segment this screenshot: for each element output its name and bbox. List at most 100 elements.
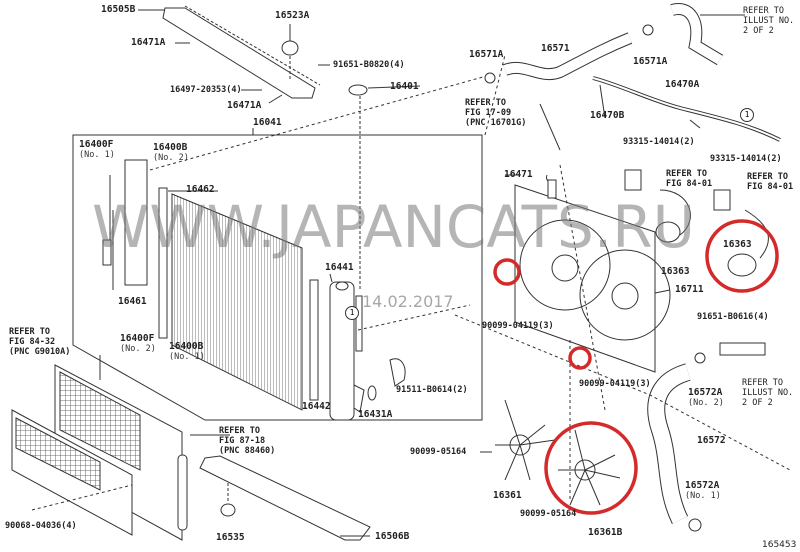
part-label[interactable]: 16505B <box>101 4 135 15</box>
refer-line: ILLUST NO. <box>743 16 795 26</box>
part-label[interactable]: 90099-04119(3) <box>579 379 651 390</box>
part-label[interactable]: 16470A <box>665 79 699 90</box>
part-number: 16506B <box>375 531 410 542</box>
part-label[interactable]: 16572A(No. 2) <box>688 387 724 409</box>
fan-16361B <box>558 429 621 506</box>
part-number: 16442 <box>302 401 331 412</box>
part-number: 16441 <box>325 262 354 273</box>
part-label[interactable]: 16535 <box>216 532 245 543</box>
part-number: 90099-05164 <box>410 447 467 457</box>
part-label[interactable]: 91511-B0614(2) <box>396 385 468 396</box>
part-label[interactable]: 16571A <box>633 56 667 67</box>
seal-16442 <box>309 279 319 401</box>
part-number: 16471A <box>227 100 262 111</box>
part-number: 16471 <box>504 169 533 180</box>
part-number: 93315-14014(2) <box>623 137 695 147</box>
highlight-fan-16361B <box>544 421 638 515</box>
fan-16361 <box>495 399 556 481</box>
refer-line: (PNC 16701G) <box>465 118 527 128</box>
part-label[interactable]: 16441 <box>325 262 354 273</box>
part-label[interactable]: 16401 <box>390 81 419 92</box>
part-label[interactable]: 90068-04036(4) <box>5 521 77 532</box>
part-label[interactable]: 90099-05164 <box>410 447 466 458</box>
part-number: 16361 <box>493 490 522 501</box>
highlight-bolt-left <box>493 258 521 286</box>
part-note: (No. 2) <box>153 153 189 163</box>
part-number: 16505B <box>101 4 136 15</box>
part-number: 16572A <box>688 387 723 398</box>
part-label[interactable]: 16363 <box>723 239 752 250</box>
part-number: 16363 <box>723 239 752 250</box>
refer-line: FIG 84-01 <box>666 179 713 189</box>
part-label[interactable]: 16471A <box>131 37 165 48</box>
part-label[interactable]: 16400B(No. 1) <box>169 341 205 363</box>
part-label[interactable]: 16431A <box>358 409 392 420</box>
part-number: 91651-B0616(4) <box>697 312 769 322</box>
lower-support-bracket <box>199 455 371 541</box>
part-label[interactable]: 16041 <box>253 117 282 128</box>
fan-shroud <box>514 184 656 373</box>
part-label[interactable]: 93315-14014(2) <box>623 137 695 148</box>
illustration-number: 165453 <box>762 540 797 550</box>
part-label[interactable]: 16462 <box>186 184 215 195</box>
part-label[interactable]: 93315-14014(2) <box>710 154 782 165</box>
refer-line: REFER TO <box>743 6 784 16</box>
upper-support-bracket <box>162 7 316 99</box>
part-label[interactable]: 91651-B0616(4) <box>697 312 769 323</box>
part-label[interactable]: 16442 <box>302 401 331 412</box>
part-note: (No. 1) <box>685 491 721 501</box>
part-label[interactable]: 16497-20353(4) <box>170 85 242 96</box>
part-number: 91651-B0820(4) <box>333 60 405 70</box>
part-number: 16535 <box>216 532 245 543</box>
part-label[interactable]: 90099-05164 <box>520 509 576 520</box>
part-number: 16571A <box>469 49 504 60</box>
part-note: (No. 1) <box>169 352 205 362</box>
part-number: 16523A <box>275 10 310 21</box>
refer-line: 2 OF 2 <box>743 26 774 36</box>
part-number: 16572 <box>697 435 726 446</box>
part-label[interactable]: 16471 <box>504 169 533 180</box>
refer-line: REFER TO <box>465 98 506 108</box>
part-note: (No. 2) <box>688 398 724 408</box>
left-tank <box>124 159 148 286</box>
part-number: 16571 <box>541 43 570 54</box>
part-label[interactable]: 16523A <box>275 10 309 21</box>
part-number: 16361B <box>588 527 623 538</box>
part-label[interactable]: 16571A <box>469 49 503 60</box>
part-label[interactable]: 16400F(No. 2) <box>120 333 156 355</box>
refer-line: REFER TO <box>747 172 788 182</box>
part-label[interactable]: 91651-B0820(4) <box>333 60 405 71</box>
part-number: 90099-04119(3) <box>482 321 554 331</box>
refer-line: 2 OF 2 <box>742 398 773 408</box>
part-label[interactable]: 16400B(No. 2) <box>153 142 189 164</box>
refer-line: REFER TO <box>742 378 783 388</box>
refer-line: (PNC 88460) <box>219 446 276 456</box>
part-label[interactable]: 16711 <box>675 284 704 295</box>
fan-ring-right <box>579 249 671 341</box>
part-label[interactable]: 16506B <box>375 531 409 542</box>
part-number: 16470A <box>665 79 700 90</box>
part-number: 93315-14014(2) <box>710 154 782 164</box>
part-label[interactable]: 90099-04119(3) <box>482 321 554 332</box>
part-label[interactable]: 16572 <box>697 435 726 446</box>
radiator-core <box>171 193 303 411</box>
part-label[interactable]: 16572A(No. 1) <box>685 480 721 502</box>
part-label[interactable]: 16471A <box>227 100 261 111</box>
part-label[interactable]: 16400F(No. 1) <box>79 139 115 161</box>
part-label[interactable]: 16461 <box>118 296 147 307</box>
part-label[interactable]: 16361 <box>493 490 522 501</box>
part-label[interactable]: 16571 <box>541 43 570 54</box>
part-number: 16431A <box>358 409 393 420</box>
part-label[interactable]: 16470B <box>590 110 624 121</box>
part-number: 90099-05164 <box>520 509 577 519</box>
part-label[interactable]: 16363 <box>661 266 690 277</box>
part-label[interactable]: 16361B <box>588 527 622 538</box>
callout-marker-1: 1 <box>345 306 359 320</box>
